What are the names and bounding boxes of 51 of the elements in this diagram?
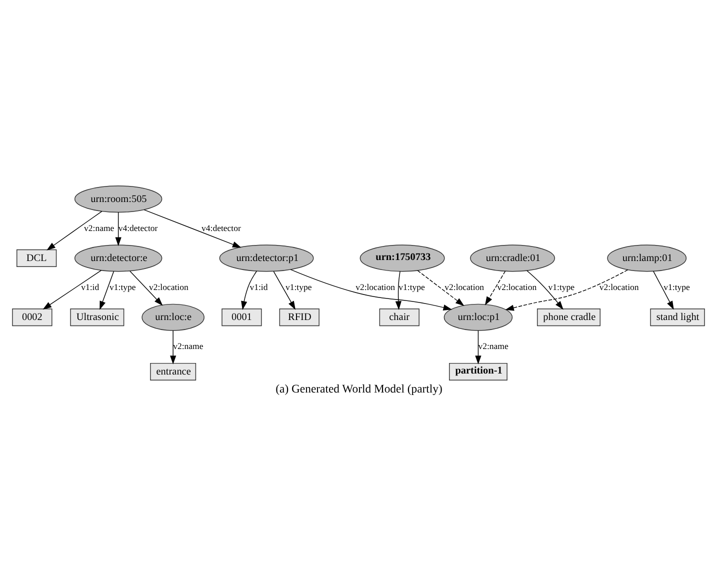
edge-label: v2:name bbox=[478, 340, 508, 351]
edge-label: v1:type bbox=[664, 282, 690, 292]
node-box: chair bbox=[379, 308, 420, 326]
arrow bbox=[290, 268, 452, 310]
arrow bbox=[417, 270, 464, 306]
node-box: entrance bbox=[150, 362, 196, 380]
arrow bbox=[484, 270, 506, 305]
edge-label: v2:location bbox=[497, 282, 537, 292]
edge-label: v4:detector bbox=[118, 222, 158, 232]
edge-label: v1:id bbox=[250, 282, 268, 292]
arrow bbox=[505, 268, 628, 310]
arrow bbox=[475, 330, 482, 364]
node-ellipse: urn:room:505 bbox=[74, 185, 162, 212]
arrow bbox=[241, 270, 258, 310]
edge-label: v1:type bbox=[286, 282, 312, 292]
node-ellipse: urn:cradle:01 bbox=[470, 244, 555, 272]
edge-label: v2:location bbox=[148, 282, 188, 292]
node-box: partition-1 bbox=[449, 362, 508, 380]
arrow bbox=[273, 270, 296, 310]
caption: (a) Generated World Model (partly) bbox=[276, 382, 442, 395]
arrow bbox=[130, 270, 163, 306]
node-box: Ultrasonic bbox=[70, 308, 124, 326]
arrow bbox=[144, 208, 242, 248]
edge-label: v1:type bbox=[110, 282, 136, 292]
node-box: 0001 bbox=[222, 308, 262, 326]
node-box: RFID bbox=[279, 308, 320, 326]
edge-label: v2:location bbox=[356, 282, 395, 292]
node-box: phone cradle bbox=[536, 308, 600, 326]
arrow bbox=[170, 330, 176, 364]
edge-label: v2:name bbox=[84, 222, 114, 232]
node-ellipse: urn:loc:e bbox=[142, 303, 204, 330]
arrow bbox=[46, 210, 102, 250]
node-box: DCL bbox=[16, 248, 57, 266]
edge-label: v2:location bbox=[599, 282, 639, 292]
node-box: stand light bbox=[650, 308, 705, 326]
arrow bbox=[395, 270, 402, 310]
edge-label: v1:type bbox=[548, 282, 575, 292]
arrow bbox=[653, 270, 674, 310]
node-ellipse: urn:lamp:01 bbox=[607, 244, 687, 272]
edge-label: v1:type bbox=[398, 282, 425, 292]
edge-label: v4:detector bbox=[202, 222, 241, 232]
edge-label: v1:id bbox=[81, 282, 100, 292]
edge-label: v2:location bbox=[444, 282, 484, 292]
node-box: 0002 bbox=[12, 308, 52, 326]
node-ellipse: urn:1750733 bbox=[360, 244, 445, 272]
node-ellipse: urn:detector:e bbox=[74, 244, 162, 272]
arrow bbox=[115, 211, 122, 246]
node-ellipse: urn:detector:p1 bbox=[219, 244, 314, 272]
arrow bbox=[526, 270, 564, 310]
arrow bbox=[100, 270, 114, 310]
arrow bbox=[42, 269, 102, 310]
